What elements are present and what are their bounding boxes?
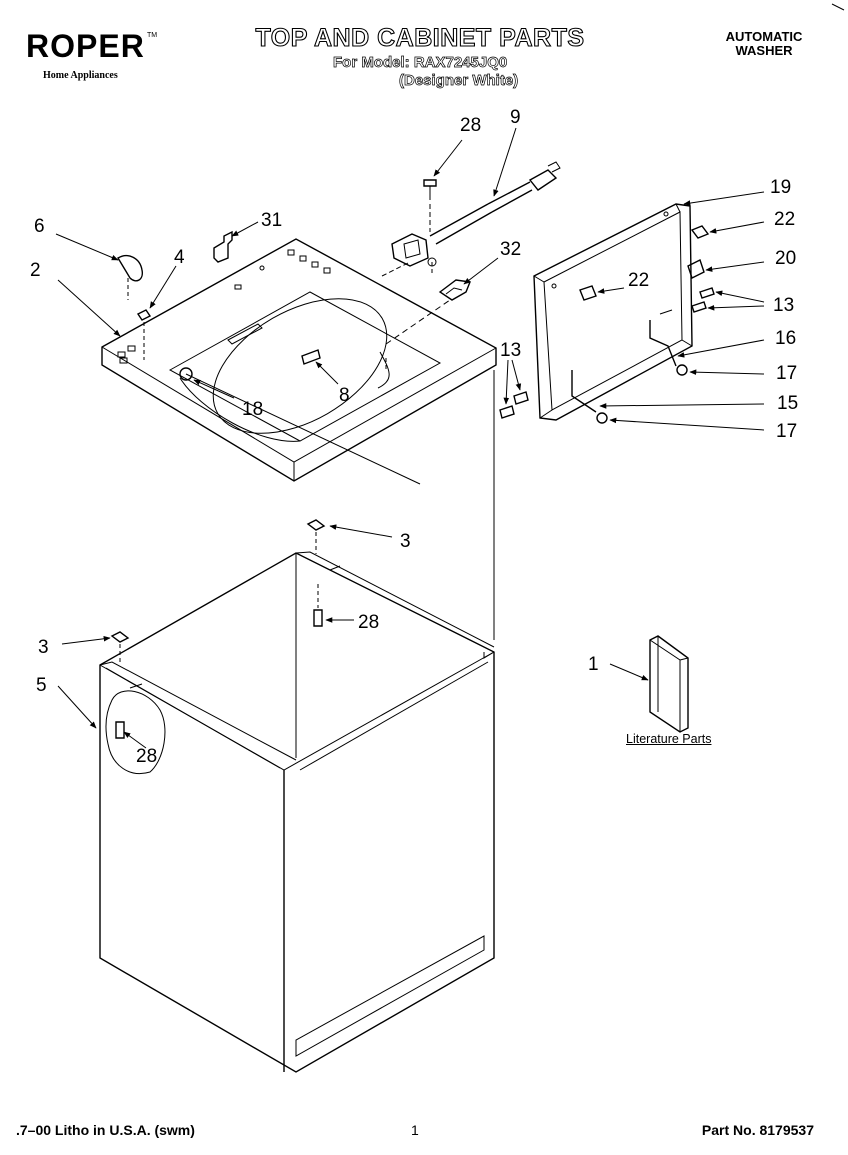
callout-17-upper: 17 — [776, 363, 797, 384]
part-3-pad-lower — [110, 631, 130, 643]
callout-1: 1 — [588, 654, 599, 675]
footer-part-number: Part No. 8179537 — [701, 1122, 814, 1138]
variant-line: (Designer White) — [399, 72, 519, 90]
callout-3-lower: 3 — [38, 637, 49, 658]
part-17-cap-upper — [676, 364, 688, 376]
callout-5: 5 — [36, 675, 47, 696]
part-17-cap-lower — [596, 412, 608, 424]
callout-2: 2 — [30, 260, 41, 281]
washer-cabinet — [99, 551, 495, 1073]
literature-parts-label: Literature Parts — [626, 732, 712, 746]
part-6-clamp — [117, 254, 144, 282]
callout-leaders — [55, 127, 765, 749]
part-16-rod — [649, 320, 677, 367]
logo-tm: TM — [147, 32, 158, 39]
washer-top — [101, 238, 497, 482]
model-line: For Model: RAX7245JQ0 — [333, 54, 508, 72]
part-28-screw-cabinet — [313, 609, 323, 627]
callout-13-right: 13 — [773, 295, 794, 316]
callout-18: 18 — [242, 399, 263, 420]
logo-subtitle: Home Appliances — [43, 70, 118, 81]
callout-8: 8 — [339, 385, 350, 406]
callout-28-top: 28 — [460, 115, 481, 136]
part-31-clip — [213, 230, 233, 263]
literature-parts — [649, 635, 689, 733]
part-13-screw-a — [699, 287, 715, 299]
part-15-rod — [571, 370, 597, 413]
part-22-bumper-upper — [690, 225, 710, 239]
callout-20: 20 — [775, 248, 796, 269]
category-label: AUTOMATIC WASHER — [704, 30, 824, 58]
footer-litho: .7–00 Litho in U.S.A. (swm) — [16, 1122, 195, 1138]
callout-6: 6 — [34, 216, 45, 237]
part-3-pad-upper — [306, 519, 326, 531]
callout-22-upper: 22 — [774, 209, 795, 230]
callout-19: 19 — [770, 177, 791, 198]
callout-4: 4 — [174, 247, 185, 268]
callout-31: 31 — [261, 210, 282, 231]
lid-parts — [179, 299, 451, 485]
part-4-tab — [136, 309, 152, 321]
callout-32: 32 — [500, 239, 521, 260]
part-32-hinge — [438, 279, 471, 301]
part-22-bumper-lower — [579, 285, 597, 301]
part-13-screw-b — [691, 301, 707, 313]
callout-3-upper: 3 — [400, 531, 411, 552]
logo-wordmark: ROPER — [26, 28, 145, 64]
callout-28-cabinet: 28 — [358, 612, 379, 633]
callout-9: 9 — [510, 107, 521, 128]
footer-page-number: 1 — [411, 1122, 419, 1138]
callout-numbers: 28 9 6 31 4 2 32 19 22 20 22 13 16 13 17… — [30, 107, 798, 767]
page-title: TOP AND CABINET PARTS — [255, 23, 585, 52]
callout-22-lower: 22 — [628, 270, 649, 291]
part-13-screw-c — [513, 391, 529, 405]
callout-28-cutout: 28 — [136, 746, 157, 767]
corner-mark — [831, 3, 845, 11]
callout-16: 16 — [775, 328, 796, 349]
callout-17-lower: 17 — [776, 421, 797, 442]
category-line-1: AUTOMATIC — [725, 29, 803, 44]
part-20-bracket — [687, 259, 705, 279]
callout-13-left: 13 — [500, 340, 521, 361]
part-13-screw-d — [499, 405, 515, 419]
lid-switch-assembly — [381, 161, 561, 277]
lid-panel — [533, 203, 693, 421]
category-line-2: WASHER — [735, 43, 793, 58]
part-28-screw-cutout — [115, 721, 125, 739]
callout-15: 15 — [777, 393, 798, 414]
